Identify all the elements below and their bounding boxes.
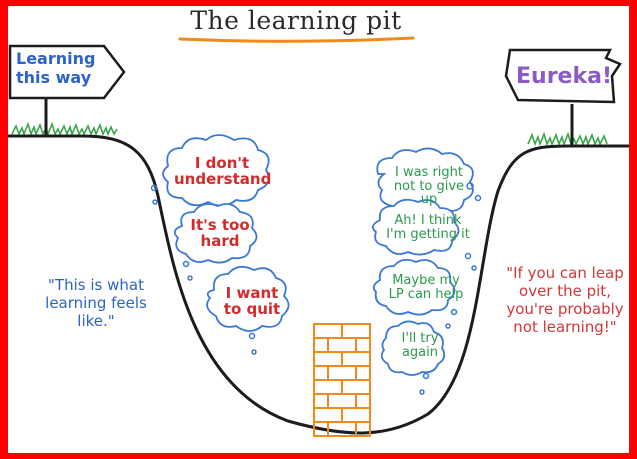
sign-right-label: Eureka! xyxy=(516,64,612,89)
title-underline xyxy=(178,36,415,43)
quote-left: "This is what learning feels like." xyxy=(45,276,147,330)
sign-board-left xyxy=(8,44,126,100)
cloud-left-1 xyxy=(162,134,270,207)
cloud-left-2 xyxy=(173,203,258,264)
bubble-left-3: I want to quit xyxy=(223,284,281,318)
bubble-right-1: I was right not to give up xyxy=(393,165,465,208)
bubble-right-3: Maybe my LP can help xyxy=(388,273,464,302)
diagram-canvas: The learning pit Learning this way Eurek… xyxy=(8,6,629,453)
bubble-left-1: I don't understand xyxy=(174,154,272,188)
grass-left xyxy=(11,121,118,137)
bubble-right-2: Ah! I think I'm getting it xyxy=(386,213,470,242)
sign-board-right xyxy=(504,48,622,104)
cloud-left-3 xyxy=(206,265,290,332)
bubble-right-4: I'll try again xyxy=(401,331,439,360)
grass-right xyxy=(527,131,608,147)
cloud-right-3 xyxy=(372,258,456,316)
cloud-right-4 xyxy=(380,320,446,376)
pit-outline xyxy=(8,134,629,435)
pit-drawing xyxy=(8,36,629,437)
brick-tower xyxy=(313,323,371,437)
cloud-right-1 xyxy=(376,147,474,216)
bubble-left-2: It's too hard xyxy=(190,216,250,250)
cloud-right-2 xyxy=(371,198,460,256)
page-title: The learning pit xyxy=(190,6,402,35)
sign-left-label: Learning this way xyxy=(16,49,96,87)
thought-dots xyxy=(150,182,482,395)
quote-right: "If you can leap over the pit, you're pr… xyxy=(506,264,624,336)
